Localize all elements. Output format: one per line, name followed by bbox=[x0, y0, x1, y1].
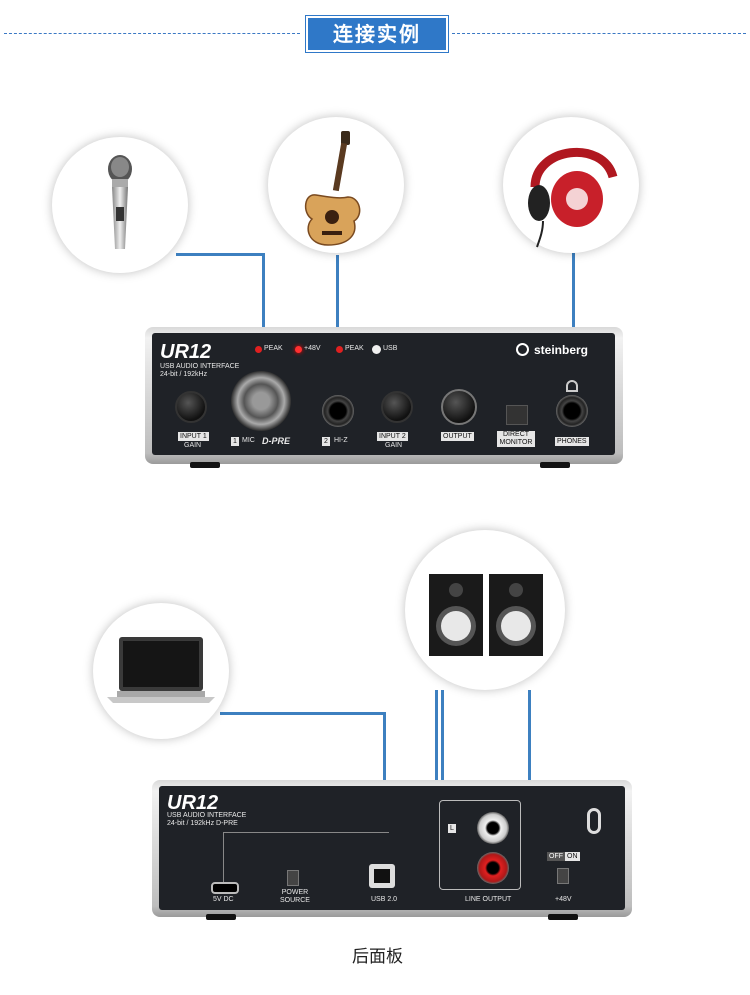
power-source-line-2: SOURCE bbox=[280, 897, 310, 904]
device-foot bbox=[548, 914, 578, 920]
peak-label-1: PEAK bbox=[264, 345, 283, 352]
off-label: OFF bbox=[547, 852, 565, 861]
headphones-circle bbox=[503, 117, 639, 253]
power-source-switch[interactable] bbox=[287, 870, 299, 886]
peak-led-1 bbox=[255, 346, 262, 353]
on-label: ON bbox=[565, 852, 580, 861]
line-output-group bbox=[439, 800, 521, 890]
header-divider-right bbox=[452, 33, 746, 34]
input2-label: INPUT 2 bbox=[377, 432, 408, 441]
subtitle-line-2: 24-bit / 192kHz bbox=[160, 371, 208, 378]
rear-panel-guide-line bbox=[223, 832, 304, 883]
dc-label: 5V DC bbox=[213, 896, 234, 903]
mic-label: MIC bbox=[242, 437, 255, 444]
subtitle-line-1: USB AUDIO INTERFACE bbox=[160, 363, 240, 370]
rear-panel-caption: 后面板 bbox=[352, 947, 403, 967]
kensington-lock-slot bbox=[587, 808, 601, 834]
dc-power-port[interactable] bbox=[211, 882, 239, 894]
speakers-circle bbox=[405, 530, 565, 690]
studio-monitor-speakers-icon bbox=[429, 574, 543, 656]
header-divider-left bbox=[4, 33, 300, 34]
rear-subtitle-2: 24-bit / 192kHz D-PRE bbox=[167, 820, 238, 827]
laptop-icon bbox=[107, 637, 215, 703]
front-panel: UR12 USB AUDIO INTERFACE 24-bit / 192kHz… bbox=[152, 333, 615, 455]
peak-led-2 bbox=[336, 346, 343, 353]
phantom-power-switch[interactable] bbox=[557, 868, 569, 884]
hiz-label: HI-Z bbox=[334, 437, 348, 444]
input1-label: INPUT 1 bbox=[178, 432, 209, 441]
speaker-cable-left bbox=[528, 690, 531, 825]
phantom-label: +48V bbox=[304, 345, 321, 352]
hiz-number: 2 bbox=[322, 437, 330, 446]
usb-label: USB 2.0 bbox=[371, 896, 398, 903]
direct-monitor-line-2: MONITOR bbox=[499, 439, 533, 446]
rear-panel: UR12 USB AUDIO INTERFACE 24-bit / 192kHz… bbox=[159, 786, 625, 910]
usb-led bbox=[372, 345, 381, 354]
mic-number: 1 bbox=[231, 437, 239, 446]
phones-label: PHONES bbox=[555, 437, 589, 446]
line-output-label: LINE OUTPUT bbox=[465, 896, 512, 903]
gain2-label: GAIN bbox=[385, 442, 403, 449]
headphones-icon bbox=[528, 147, 618, 248]
microphone-icon bbox=[108, 155, 132, 249]
microphone-circle bbox=[52, 137, 188, 273]
device-foot bbox=[540, 462, 570, 468]
section-title: 连接实例 bbox=[306, 16, 448, 52]
phantom-label: +48V bbox=[555, 896, 572, 903]
rear-subtitle-1: USB AUDIO INTERFACE bbox=[167, 812, 247, 819]
mic-cable-vertical bbox=[262, 253, 265, 388]
line-output-left-jack[interactable] bbox=[477, 812, 509, 844]
peak-label-2: PEAK bbox=[345, 345, 364, 352]
laptop-usb-cable bbox=[220, 712, 385, 715]
acoustic-guitar-icon bbox=[304, 131, 361, 246]
rear-panel-guide-line bbox=[299, 832, 389, 873]
line-output-right-jack[interactable] bbox=[477, 852, 509, 884]
xlr-mic-input[interactable] bbox=[231, 371, 291, 431]
output-label: OUTPUT bbox=[441, 432, 474, 441]
phones-output-jack[interactable] bbox=[556, 395, 588, 427]
dpre-label: D-PRE bbox=[262, 436, 291, 446]
power-source-line-1: POWER bbox=[281, 889, 309, 896]
device-foot bbox=[190, 462, 220, 468]
output-knob[interactable] bbox=[441, 389, 477, 425]
rear-brand-logo: UR12 bbox=[167, 792, 219, 814]
phantom-led bbox=[295, 346, 302, 353]
direct-monitor-button[interactable] bbox=[506, 405, 528, 425]
left-channel-label: L bbox=[448, 824, 456, 833]
guitar-circle bbox=[268, 117, 404, 253]
gain1-label: GAIN bbox=[184, 442, 202, 449]
guitar-cable bbox=[336, 255, 339, 395]
direct-monitor-line-1: DIRECT bbox=[502, 431, 530, 438]
usb-port[interactable] bbox=[369, 864, 395, 888]
hiz-input-jack[interactable] bbox=[322, 395, 354, 427]
usb-label: USB bbox=[383, 345, 398, 352]
speaker-cable-right-2 bbox=[441, 690, 444, 865]
steinberg-logo-icon bbox=[516, 343, 529, 356]
input2-gain-knob[interactable] bbox=[381, 391, 413, 423]
brand-logo: UR12 bbox=[160, 341, 212, 363]
device-foot bbox=[206, 914, 236, 920]
steinberg-brand: steinberg bbox=[534, 343, 589, 357]
input1-gain-knob[interactable] bbox=[175, 391, 207, 423]
usb-port-socket bbox=[374, 869, 390, 883]
headphone-symbol-icon bbox=[566, 380, 578, 392]
mic-cable bbox=[176, 253, 264, 256]
laptop-circle bbox=[93, 603, 229, 739]
